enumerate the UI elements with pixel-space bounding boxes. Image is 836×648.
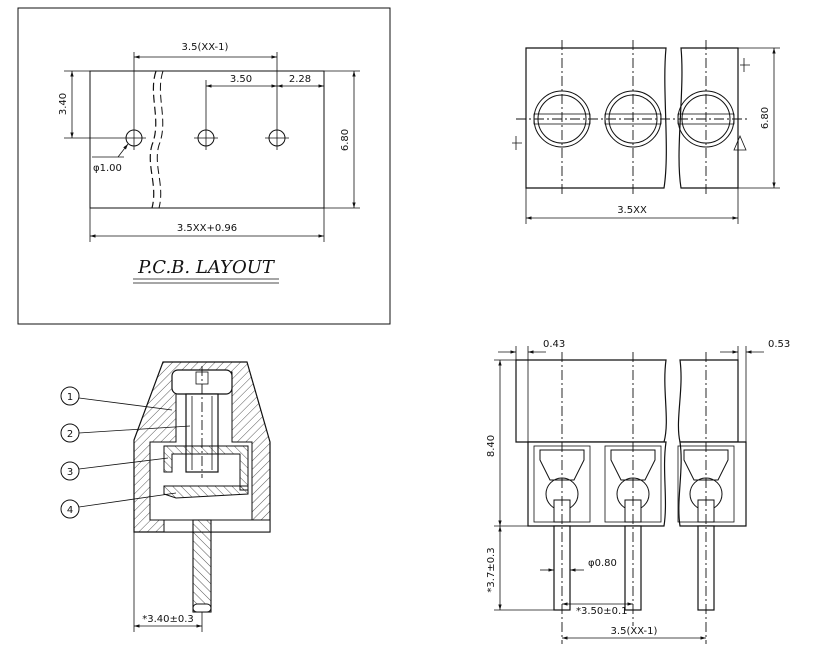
front-view: 0.43 0.53 8.40 *3.7±0.3 φ0.80 *3.50±0.1 … <box>486 339 790 644</box>
pcb-hole-2 <box>194 126 218 150</box>
dim-pitch-total: 3.5(XX-1) <box>182 42 229 53</box>
pcb-hole-1 <box>122 126 146 150</box>
callout-2: 2 <box>60 423 191 443</box>
svg-text:2: 2 <box>67 429 73 440</box>
pcb-layout-frame <box>17 7 391 325</box>
callout-3: 3 <box>60 457 169 481</box>
pcb-board-outline <box>89 70 325 209</box>
side-mark-right-bottom <box>733 134 747 151</box>
break-line-2 <box>156 70 164 209</box>
dim-right-overhang: 0.53 <box>768 339 790 350</box>
front-upper-left <box>515 359 667 443</box>
clamp <box>163 445 249 491</box>
dim-edge-offset: 2.28 <box>289 74 311 85</box>
callout-4: 4 <box>60 492 177 519</box>
pcb-hole-3 <box>265 126 289 150</box>
dim-body-height: 8.40 <box>486 435 497 457</box>
dim-height: 6.80 <box>340 129 351 151</box>
dim-pin-length: *3.7±0.3 <box>486 547 497 592</box>
top-dim-height: 6.80 <box>760 107 771 129</box>
break-line <box>149 70 157 209</box>
dim-left-overhang: 0.43 <box>543 339 565 350</box>
side-mark-right-top <box>740 58 750 72</box>
svg-text:1: 1 <box>67 392 73 403</box>
top-body-left <box>525 47 667 189</box>
top-view: 6.80 3.5XX <box>512 40 780 224</box>
pcb-layout-title: P.C.B. LAYOUT <box>137 257 276 278</box>
pin-section <box>192 519 212 613</box>
svg-text:4: 4 <box>67 505 73 516</box>
svg-text:3: 3 <box>67 467 73 478</box>
callout-1: 1 <box>60 386 173 411</box>
dim-pitch: 3.50 <box>230 74 252 85</box>
top-dim-width: 3.5XX <box>617 205 647 216</box>
top-body-right <box>678 47 739 189</box>
dim-hole-offset-y: 3.40 <box>58 93 69 115</box>
dim-total-width: 3.5XX+0.96 <box>177 223 237 234</box>
dim-front-pitch: *3.50±0.1 <box>576 606 628 617</box>
dim-hole-diameter: φ1.00 <box>93 163 122 174</box>
dim-pin-diameter: φ0.80 <box>588 558 617 569</box>
dim-pin-offset: *3.40±0.3 <box>142 614 194 625</box>
front-upper-right <box>677 359 739 443</box>
pcb-layout-view: 3.5(XX-1) 3.50 2.28 3.40 φ1.00 6.80 3.5X… <box>17 7 391 325</box>
dim-front-pitch-total: 3.5(XX-1) <box>611 626 658 637</box>
wire-protector <box>163 485 249 499</box>
side-mark-left <box>512 136 522 150</box>
side-section-view: 1 2 3 4 *3.40±0.3 <box>60 361 271 632</box>
